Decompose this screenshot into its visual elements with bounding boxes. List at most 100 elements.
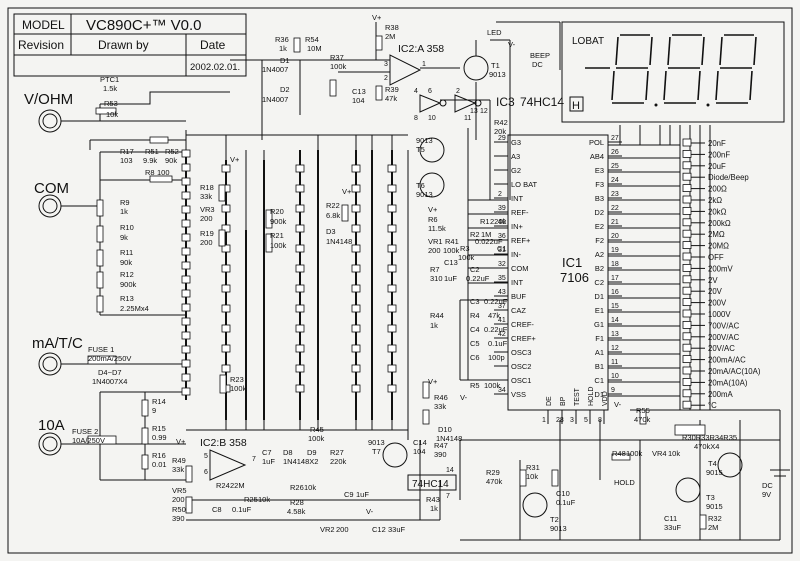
ic1-pin-name: F2	[595, 236, 604, 245]
ic2b-label: IC2:B 358	[200, 437, 247, 449]
ic1-pin-name: B1	[595, 362, 604, 371]
drawn-by-label: Drawn by	[98, 38, 149, 52]
range-contact	[682, 241, 692, 250]
label-r41: R41	[445, 237, 459, 246]
range-contact	[682, 309, 692, 318]
value-vr3: 200	[200, 214, 213, 223]
ic1-pin-name: HOLD	[588, 387, 595, 406]
ic1-pin-number: 2	[498, 191, 502, 198]
value-c3: 0.22uF	[484, 297, 508, 306]
ic1-pin-name: VSS	[511, 390, 526, 399]
switch-contact	[295, 384, 305, 393]
pin-label: 7	[446, 493, 450, 500]
value-t2: 9013	[550, 524, 567, 533]
value-r4: 47k	[488, 311, 500, 320]
value-c4: 0.22uF	[484, 325, 508, 334]
range-label: 200kΩ	[708, 219, 731, 228]
ic1-pin-name: E3	[595, 166, 604, 175]
switch-contact	[351, 284, 361, 293]
label-c13b: C13	[444, 258, 458, 267]
label-c8: C8	[212, 505, 222, 514]
ic1-pin-number: 14	[611, 317, 619, 324]
hold-indicator: H	[572, 100, 580, 112]
range-selector-labels: 20nF200nF20uFDiode/Beep200Ω2kΩ20kΩ200kΩ2…	[682, 138, 761, 410]
switch-contact	[181, 317, 191, 326]
range-label: 200mA	[708, 390, 734, 399]
label-r4: R4	[470, 311, 480, 320]
component-labels: R36 1k R54 10M D1 1N4007 D2 1N4007 R37 1…	[72, 13, 773, 534]
pin-label: 14	[446, 467, 454, 474]
switch-contact	[351, 364, 361, 373]
switch-contact	[221, 224, 231, 233]
label-r42: R42	[494, 118, 508, 127]
label-r55: R55	[636, 406, 650, 415]
switch-contact	[181, 177, 191, 186]
ic1-pin-name: IN-	[511, 250, 522, 259]
model-value: VC890C+™ V0.0	[86, 17, 201, 34]
lcd-display: LOBAT H	[561, 21, 785, 123]
value-t6: 9013	[416, 190, 433, 199]
value-c10: 0.1uF	[556, 498, 576, 507]
ic1-pin-number: 23	[611, 191, 619, 198]
label-fuse2: FUSE 2	[72, 427, 98, 436]
value-t3: 9015	[706, 502, 723, 511]
ic1-pin-name: COM	[511, 264, 529, 273]
label-r47: R47	[434, 441, 448, 450]
value-r21: 100k	[270, 241, 287, 250]
switch-contact	[181, 205, 191, 214]
label-r16: R16	[152, 451, 166, 460]
switch-contact	[295, 364, 305, 373]
value-c1: 0.022uF	[475, 237, 503, 246]
ic1-pin-number: 13	[611, 331, 619, 338]
label-r12: R12	[120, 270, 134, 279]
pin-label: 8	[414, 115, 418, 122]
value-r5: 100k	[484, 381, 501, 390]
range-label: 200V/AC	[708, 333, 740, 342]
value-r52: 90k	[165, 156, 177, 165]
value-r9: 1k	[120, 207, 128, 216]
value-r25: 10k	[258, 495, 270, 504]
value-c9: 1uF	[356, 490, 369, 499]
switch-contact	[295, 304, 305, 313]
value-r22: 6.8k	[326, 211, 340, 220]
ic1-pin-number: 36	[498, 233, 506, 240]
label-t3: T3	[706, 493, 715, 502]
pin-label: 10	[428, 115, 436, 122]
pin-label: 6	[204, 469, 208, 476]
switch-contact	[181, 345, 191, 354]
range-contact	[682, 252, 692, 261]
vminus-marker: V-	[366, 507, 374, 516]
label-r2: R2	[470, 230, 480, 239]
pin-label: 12	[480, 108, 488, 115]
value-t7: 9013	[368, 438, 385, 447]
value-r39: 47k	[385, 94, 397, 103]
terminal-label: COM	[34, 180, 69, 197]
range-label: 20uF	[708, 162, 726, 171]
ic1-pin-name: REF+	[511, 236, 531, 245]
label-r5: R5	[470, 381, 480, 390]
ic1-pin-name: BUF	[511, 292, 526, 301]
value-r2: 1M	[481, 230, 491, 239]
label-battery: DC	[762, 481, 773, 490]
ic1-pin-number: 34	[498, 387, 506, 394]
value-r20: 900k	[270, 217, 287, 226]
transistors	[382, 55, 743, 518]
ic1-pin-name: E1	[595, 306, 604, 315]
switch-contact	[181, 359, 191, 368]
switch-contact	[351, 344, 361, 353]
value-t5: 9013	[416, 136, 433, 145]
label-t2: T2	[550, 515, 559, 524]
ic1-pin-number: 5	[584, 417, 588, 424]
opamp-ic2a: IC2:A 358 3 2 1	[384, 43, 444, 86]
value-r38: 2M	[385, 32, 395, 41]
label-c4: C4	[470, 325, 480, 334]
switch-contact	[181, 247, 191, 256]
ic1-pin-number: 10	[611, 373, 619, 380]
label-beep: BEEP	[530, 51, 550, 60]
opamp-ic2b: IC2:B 358 5 6 7	[200, 437, 256, 481]
range-label: 20mA(10A)	[708, 378, 748, 387]
ic1-pin-name: TEST	[574, 387, 581, 406]
ic1-pin-name: VDD	[602, 391, 609, 406]
ic1-pin-number: 16	[611, 289, 619, 296]
value-r55: 470k	[634, 415, 651, 424]
